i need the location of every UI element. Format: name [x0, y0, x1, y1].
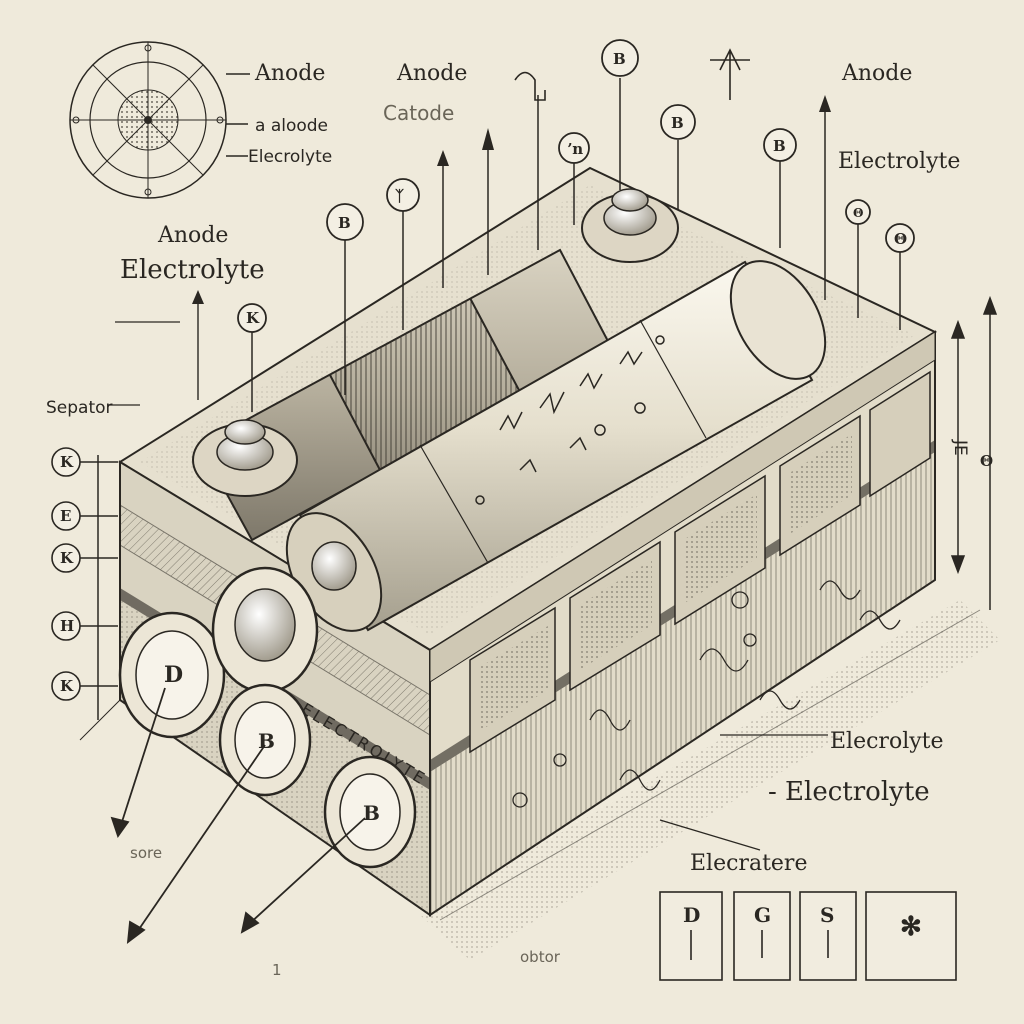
callout-3: B	[613, 50, 626, 68]
bottom-elecratere-label: Elecratere	[690, 851, 807, 876]
front-terminal-2-letter: B	[258, 729, 275, 753]
front-terminal-3-letter: B	[363, 801, 380, 825]
right-dimension-label: JE	[950, 439, 970, 456]
bottom-elecrolyte-label: Elecrolyte	[830, 729, 944, 754]
top-anode-label: Anode	[396, 61, 467, 86]
callout-6: B	[773, 137, 786, 155]
callout-4: ʼn	[567, 140, 583, 158]
ornament-icon	[514, 48, 750, 101]
callout-1: B	[338, 214, 351, 232]
front-cylinder	[285, 260, 827, 632]
legend-cell-3: S	[820, 903, 834, 927]
legend-cell-4: ✻	[900, 912, 922, 942]
compass-electrolyte-label: Elecrolyte	[248, 147, 332, 167]
front-terminals	[118, 566, 417, 869]
legend-table	[659, 891, 957, 981]
bottom-leader-2	[659, 819, 761, 851]
compass-aloode-label: a aloode	[255, 116, 328, 136]
callout-2: ᛉ	[395, 187, 404, 205]
left-callouts	[51, 447, 118, 720]
cell-modules	[469, 370, 931, 754]
ornament-pattern	[512, 580, 901, 808]
callout-9: K	[246, 309, 260, 327]
left-arrow-head	[192, 290, 204, 304]
legend-cell-1: D	[683, 903, 700, 927]
front-arrows	[110, 687, 366, 944]
compass-anode-label: Anode	[254, 61, 325, 86]
right-dimension-symbol: Θ	[980, 452, 993, 470]
bottom-left-faint-label: sore	[130, 844, 162, 862]
bottom-center-faint-2: 1	[272, 961, 282, 979]
top-right-anode-label: Anode	[841, 61, 912, 86]
left-callout-4: H	[60, 617, 74, 635]
bottom-electrolyte-label: - Electrolyte	[768, 777, 930, 807]
left-callout-3: K	[60, 549, 74, 567]
bottom-center-faint-label: obtor	[520, 948, 561, 966]
left-callout-1: K	[60, 453, 74, 471]
top-callouts	[251, 78, 901, 412]
back-terminal	[192, 419, 298, 497]
back-cylinder	[198, 248, 612, 542]
callout-7: Θ	[853, 206, 863, 220]
front-terminal-1-letter: D	[164, 662, 183, 688]
top-catode-label: Catode	[383, 101, 454, 125]
callout-8: Θ	[894, 230, 907, 248]
left-callout-5: K	[60, 677, 74, 695]
left-separator-label: Sepator	[46, 398, 113, 418]
compass-diagram	[69, 41, 250, 199]
right-electrolyte-label: Electrolyte	[838, 149, 960, 174]
left-anode-label: Anode	[157, 223, 228, 248]
callout-5: B	[671, 114, 684, 132]
left-callout-2: E	[60, 507, 71, 525]
right-dimension	[950, 295, 998, 610]
legend-cell-2: G	[754, 903, 771, 927]
left-electrolyte-label: Electrolyte	[120, 255, 265, 285]
ground-shadow	[79, 600, 1000, 960]
top-arrow-heads	[437, 95, 831, 166]
callout-circles	[237, 39, 915, 333]
top-terminal	[581, 188, 679, 263]
